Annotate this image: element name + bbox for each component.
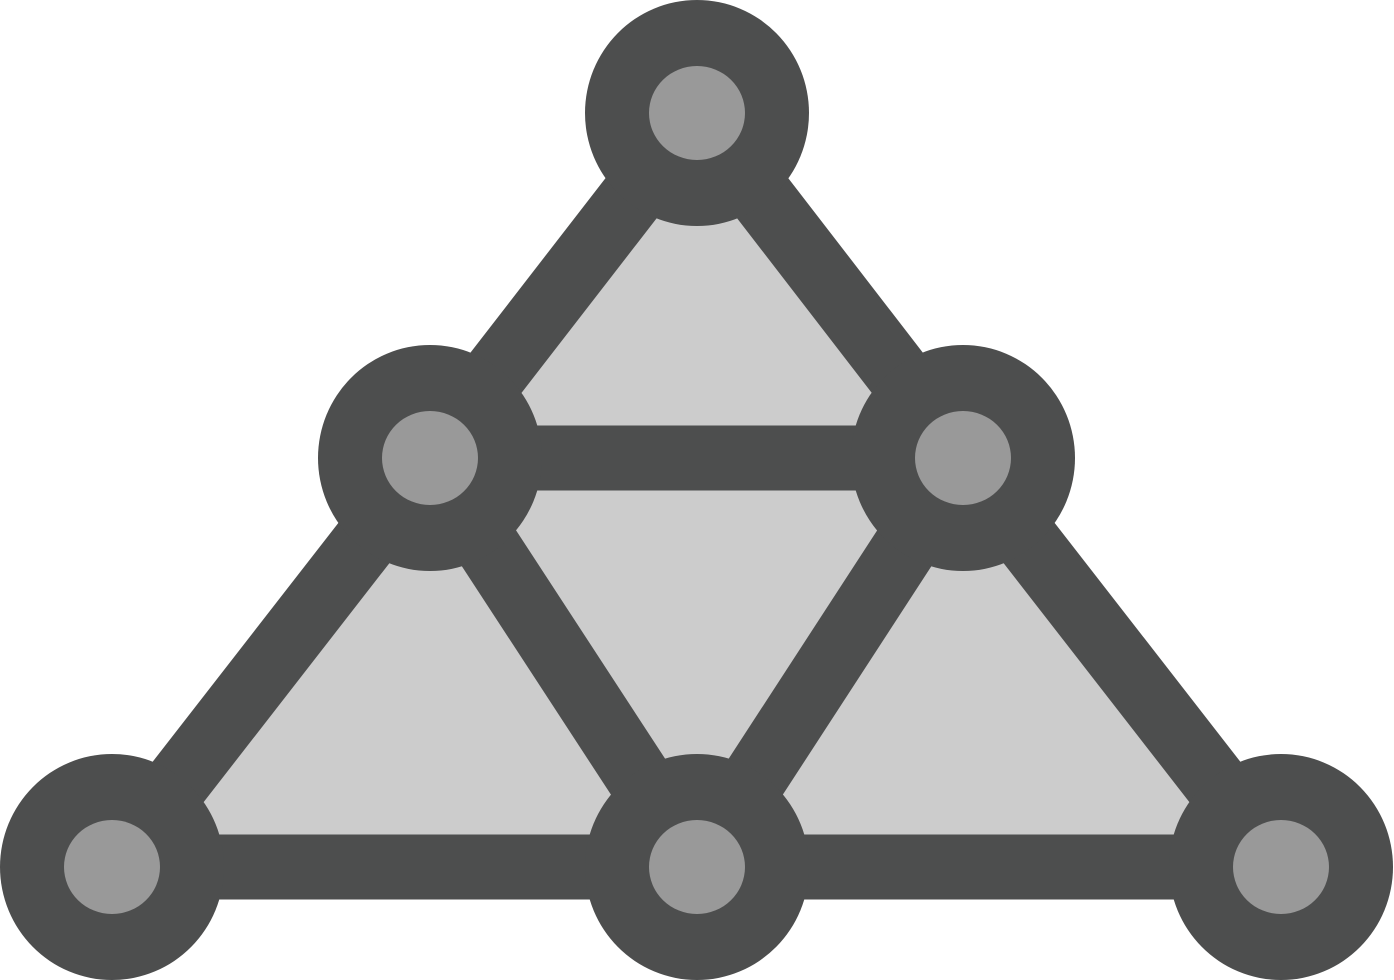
triangle-face bbox=[430, 113, 963, 458]
graph-node bbox=[585, 754, 809, 980]
node-core bbox=[382, 411, 478, 505]
graph-node bbox=[318, 345, 542, 571]
triangle-face bbox=[430, 458, 963, 867]
node-core bbox=[649, 66, 745, 160]
graph-node bbox=[0, 754, 224, 980]
graph-node bbox=[585, 0, 809, 226]
node-core bbox=[1233, 820, 1329, 914]
graph-node bbox=[851, 345, 1075, 571]
node-core bbox=[649, 820, 745, 914]
triangle-face bbox=[697, 458, 1281, 867]
triangle-faces bbox=[112, 113, 1281, 867]
node-core bbox=[915, 411, 1011, 505]
graph-node bbox=[1169, 754, 1393, 980]
triangle-face bbox=[112, 458, 697, 867]
node-core bbox=[64, 820, 160, 914]
